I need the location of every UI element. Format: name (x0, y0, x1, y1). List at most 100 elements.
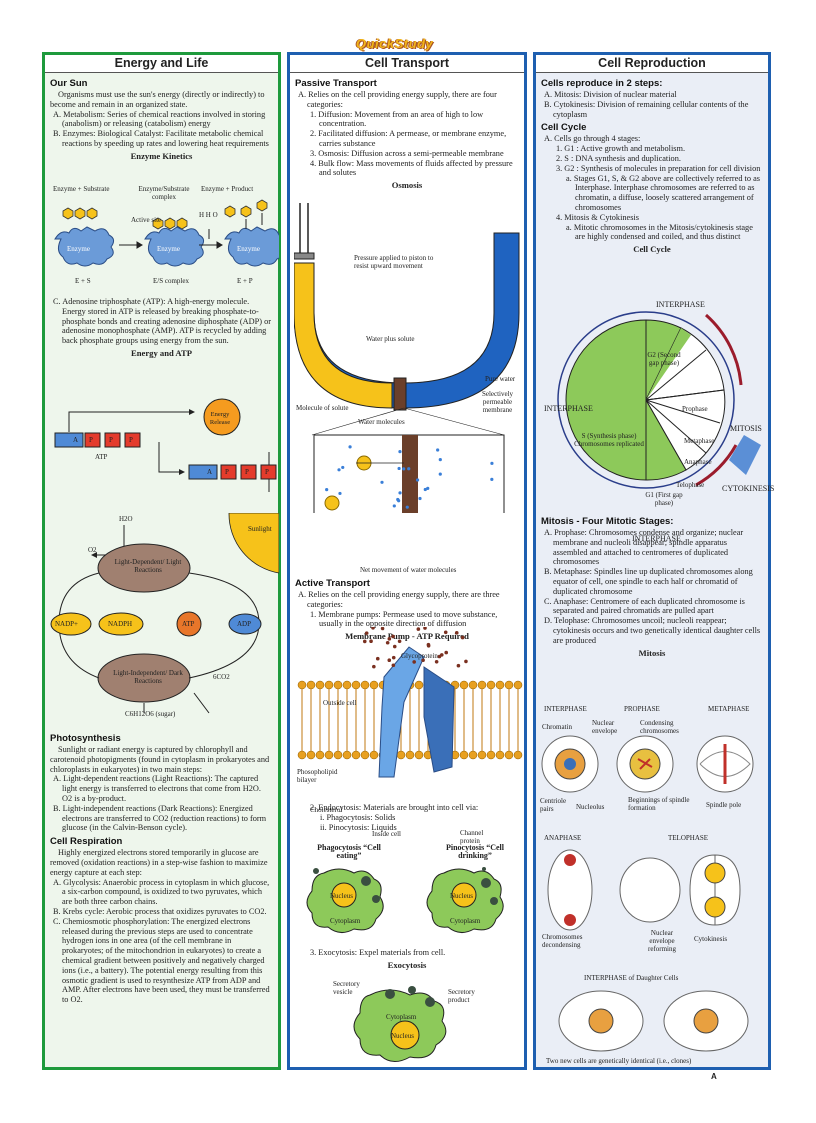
list-item: a. Mitotic chromosomes in the Mitosis/cy… (566, 222, 753, 242)
section-heading: Our Sun (50, 78, 88, 89)
chromatin-label: Chromatin (542, 723, 572, 731)
channel-protein-label: Channel protein (460, 829, 484, 845)
list-item: B. Cytokinesis: Division of remaining ce… (544, 99, 749, 119)
phospholipid-label: Phosopholipid bilayer (297, 768, 338, 784)
section-heading: Cells reproduce in 2 steps: (541, 78, 663, 89)
es-label: E + S (75, 277, 91, 285)
paragraph: Organisms must use the sun's energy (dir… (50, 90, 265, 109)
water-molecules-label: Water molecules (358, 418, 405, 426)
cytoplasm-label: Cytoplasm (330, 917, 361, 925)
enzyme-kinetics-diagram: Enzyme + Substrate Enzyme/Substrate comp… (49, 181, 279, 287)
phosphate-label: P (225, 468, 229, 476)
list-item: 2. Facilitated diffusion: A permease, or… (310, 129, 507, 148)
enzyme-label: Enzyme (67, 245, 90, 253)
list-item: ii. Pinocytosis: Liquids (320, 822, 397, 832)
list-item: 4. Bulk flow: Mass movements of fluids a… (310, 158, 513, 178)
section-heading: Mitosis - Four Mitotic Stages: (541, 516, 674, 527)
figure-title: Mitosis (638, 647, 666, 658)
kinetics-label-3: Enzyme + Product (201, 185, 254, 193)
mitosis-label: MITOSIS (730, 424, 762, 433)
active-site-label: Active site (131, 216, 162, 224)
list-item: 4. Mitosis & Cytokinesis (556, 212, 639, 222)
endocytosis-diagram (306, 867, 504, 933)
water-label: H H O (199, 211, 218, 219)
paragraph: Highly energized electrons stored tempor… (50, 848, 268, 877)
phagocytosis-title: Phagocytosis “Cell eating” (317, 843, 381, 860)
m-interphase-label: INTERPHASE (544, 705, 587, 713)
osmosis-diagram (294, 203, 520, 513)
list-item: A. Relies on the cell providing energy s… (298, 90, 497, 109)
pure-water-label: Pure water (485, 375, 516, 383)
section-heading: Cell Cycle (541, 122, 587, 134)
figure-title: Exocytosis (387, 959, 427, 970)
exocytosis-diagram (353, 986, 447, 1062)
list-item: D. Telophase: Chromosomes uncoil; nucleo… (544, 616, 761, 645)
list-item: A. Cells go through 4 stages: (544, 134, 641, 144)
section-heading: Photosynthesis (50, 733, 121, 744)
section-heading: Active Transport (295, 578, 370, 589)
list-item: A. Glycolysis: Anaerobic process in cyto… (53, 877, 270, 907)
spindle-formation-label: Beginnings of spindle formation (628, 796, 690, 812)
mitosis-bottom-diagram (547, 849, 741, 931)
nadph-label: NADPH (108, 620, 133, 628)
spindle-pole-label: Spindle pole (706, 801, 742, 809)
list-item: A. Metabolism: Series of chemical reacti… (53, 109, 266, 129)
cell-cycle-diagram (557, 311, 761, 489)
section-heading: Cell Respiration (50, 836, 123, 848)
cytoplasm-label: Cytoplasm (450, 917, 481, 925)
cell-reproduction-panel: Cell Reproduction Cells reproduce in 2 s… (533, 52, 775, 1070)
panel-title: Energy and Life (45, 55, 278, 73)
esc-label: E/S complex (153, 277, 189, 285)
o2-label: O2 (88, 546, 97, 554)
photosynthesis-diagram (50, 513, 279, 714)
adp-adenosine-label: A (207, 468, 213, 476)
list-item: B. Light-independent reactions (Dark Rea… (53, 803, 267, 833)
list-item: i. Phagocytosis: Solids (320, 812, 396, 822)
nucleus-label: Nucleus (450, 892, 473, 900)
s-phase-label: S (Synthesis phase) Chromosomes replicat… (574, 432, 644, 448)
energy-and-life-panel: Energy and Life Our Sun Organisms must u… (42, 52, 281, 1070)
list-item: 1. Membrane pumps: Permease used to move… (310, 609, 498, 629)
daughter-cells-label: INTERPHASE of Daughter Cells (584, 974, 679, 982)
selective-membrane-label: Selectively permeable membrane (481, 390, 514, 414)
page-letter: A (711, 1072, 717, 1081)
pinocytosis-title: Pinocytosis “Cell drinking” (446, 843, 504, 860)
list-item: B. Enzymes: Biological Catalyst: Facilit… (53, 129, 269, 148)
interphase-top-label: INTERPHASE (656, 300, 705, 309)
list-item: A. Light-dependent reactions (Light Reac… (53, 774, 261, 803)
m-telophase-label: TELOPHASE (668, 834, 709, 842)
enzyme-label: Enzyme (157, 245, 180, 253)
inside-cell-label: Inside cell (372, 830, 401, 838)
list-item: a. Stages G1, S, & G2 above are collecti… (566, 173, 760, 212)
interphase-left-label: INTERPHASE (544, 404, 593, 413)
solute-label: Molecule of solute (296, 404, 349, 412)
phosphate-label: P (89, 436, 93, 444)
list-item: 3. Osmosis: Diffusion across a semi-perm… (310, 148, 504, 158)
list-item: A. Relies on the cell providing energy s… (298, 590, 500, 609)
list-item: 3. G2 : Synthesis of molecules in prepar… (556, 163, 761, 173)
list-item: 1. Diffusion: Movement from an area of h… (310, 109, 484, 129)
list-item: 1. G1 : Active growth and metabolism. (556, 144, 686, 154)
kinetics-label-2: Enzyme/Substrate complex (138, 185, 190, 201)
list-item: 3. Exocytosis: Expel materials from cell… (310, 948, 446, 957)
anaphase-label: Anaphase (684, 458, 712, 466)
outside-cell-label: Outside cell (323, 699, 357, 707)
list-item: B. Krebs cycle: Aerobic process that oxi… (53, 906, 267, 916)
daughter-cells-diagram (558, 990, 749, 1052)
co2-label: 6CO2 (213, 673, 230, 681)
list-item: C. Adenosine triphosphate (ATP): A high-… (53, 297, 271, 346)
phosphate-label: P (245, 468, 249, 476)
condensing-label: Condensing chromosomes (640, 719, 679, 735)
cytokinesis-label: CYTOKINESIS (722, 484, 775, 493)
nucleus-label: Nucleus (330, 892, 353, 900)
atp-diagram (54, 398, 277, 492)
m-prophase-label: PROPHASE (624, 705, 660, 713)
nuclear-envelope-label: Nuclear envelope (592, 719, 618, 735)
panel-title: Cell Transport (290, 55, 524, 73)
paragraph: Sunlight or radiant energy is captured b… (50, 745, 270, 774)
water-solute-label: Water plus solute (366, 335, 415, 343)
section-heading: Passive Transport (295, 78, 377, 89)
list-item: C. Chemiosmotic phosphorylation: The ene… (53, 916, 270, 1005)
atp-adenosine-label: A (73, 436, 79, 444)
panel-title: Cell Reproduction (536, 55, 768, 73)
